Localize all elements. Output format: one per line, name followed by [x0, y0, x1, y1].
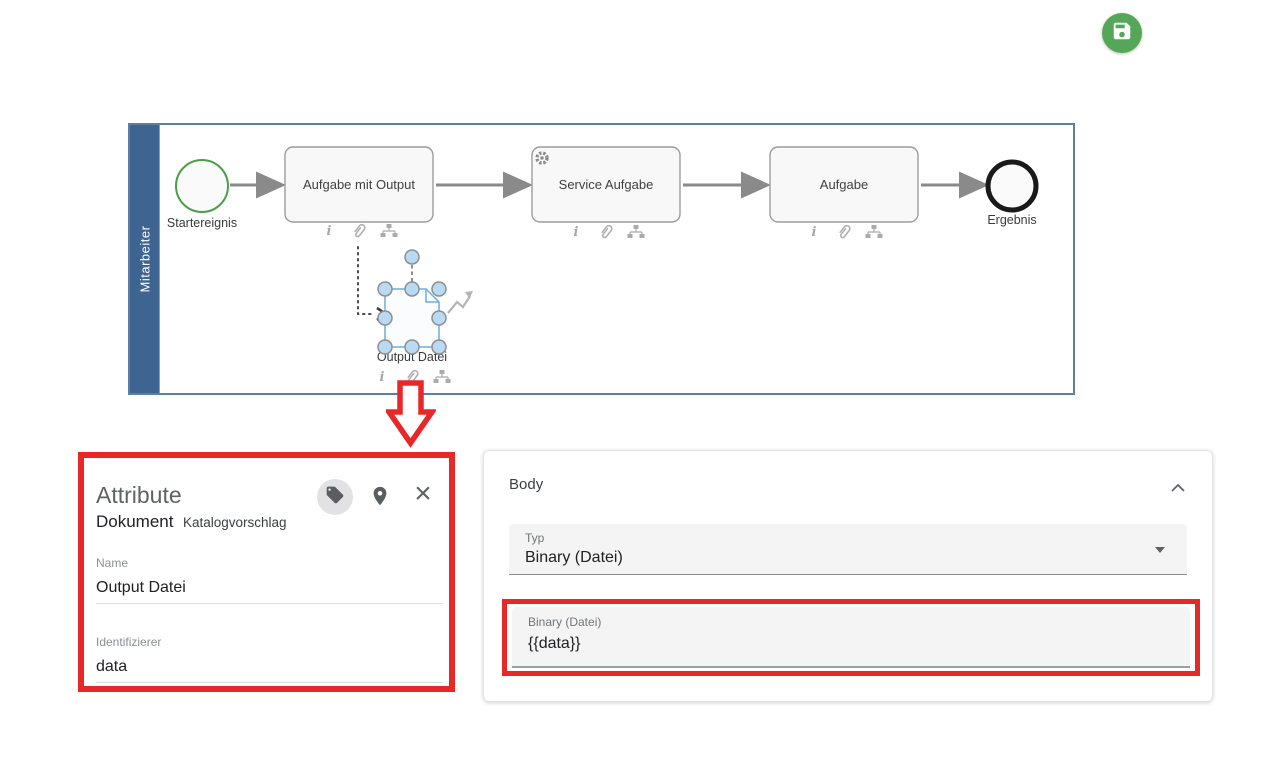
chevron-up-icon[interactable] — [1171, 479, 1185, 497]
binary-input-label: Binary (Datei) — [528, 615, 602, 629]
task-footer-icons[interactable] — [572, 223, 646, 241]
typ-dropdown-value: Binary (Datei) — [525, 549, 623, 566]
task-footer-icons[interactable] — [325, 222, 399, 240]
task-aufgabe-mit-output[interactable] — [284, 146, 434, 223]
identifier-field-label: Identifizierer — [96, 635, 162, 649]
typ-dropdown[interactable]: Typ Binary (Datei) — [509, 524, 1187, 575]
end-event[interactable] — [985, 159, 1039, 213]
selection-handles[interactable] — [377, 249, 447, 355]
body-panel-title: Body — [509, 476, 544, 493]
panel-title: Attribute — [96, 482, 182, 508]
end-event-label: Ergebnis — [987, 213, 1036, 227]
task-aufgabe-label: Aufgabe — [820, 177, 868, 192]
data-object-fold — [425, 289, 439, 303]
lane-mitarbeiter[interactable]: Mitarbeiter — [130, 125, 160, 393]
name-field[interactable]: Name Output Datei — [96, 556, 443, 604]
task-service-aufgabe[interactable] — [531, 146, 681, 223]
data-object-label: Output Datei — [377, 350, 447, 364]
identifier-field-value[interactable]: data — [96, 658, 128, 675]
element-info: Dokument Katalogvorschlag — [96, 512, 287, 532]
task-aufgabe-mit-output-label: Aufgabe mit Output — [303, 177, 415, 192]
task-footer-icons[interactable] — [810, 223, 884, 241]
task-aufgabe[interactable] — [769, 146, 919, 223]
caret-down-icon — [1155, 547, 1165, 553]
start-event[interactable] — [175, 159, 229, 213]
name-field-label: Name — [96, 556, 129, 570]
binary-input[interactable]: Binary (Datei) {{data}} — [512, 607, 1190, 668]
annotation-arrow-down — [386, 380, 436, 448]
connect-arrow-icon[interactable] — [447, 291, 473, 314]
location-pin-button[interactable] — [369, 485, 391, 507]
binary-field-highlight: Binary (Datei) {{data}} — [502, 599, 1200, 676]
element-subtype: Katalogvorschlag — [182, 515, 287, 530]
tag-icon — [325, 485, 345, 510]
close-icon[interactable]: × — [414, 477, 432, 510]
diagram-canvas: i Startereignis — [167, 146, 1039, 386]
element-type: Dokument — [96, 512, 174, 531]
rotate-handle[interactable] — [404, 249, 420, 265]
body-panel: Body Typ Binary (Datei) Binary (Datei) {… — [483, 450, 1213, 702]
floppy-disk-icon — [1111, 20, 1133, 47]
tag-button[interactable] — [317, 479, 353, 515]
save-button[interactable] — [1102, 13, 1142, 53]
identifier-field[interactable]: Identifizierer data — [96, 635, 443, 683]
data-association — [357, 246, 374, 315]
location-pin-icon — [369, 486, 391, 511]
binary-input-value[interactable]: {{data}} — [528, 635, 581, 652]
data-object-output-datei[interactable] — [384, 288, 440, 348]
task-service-aufgabe-label: Service Aufgabe — [559, 177, 654, 192]
start-event-label: Startereignis — [167, 216, 237, 230]
process-pool: Mitarbeiter i — [128, 123, 1075, 395]
attribute-panel: Attribute Dokument Katalogvorschlag × Na… — [78, 452, 455, 692]
typ-dropdown-label: Typ — [525, 531, 545, 545]
gear-icon — [535, 151, 549, 165]
name-field-value[interactable]: Output Datei — [96, 579, 186, 596]
